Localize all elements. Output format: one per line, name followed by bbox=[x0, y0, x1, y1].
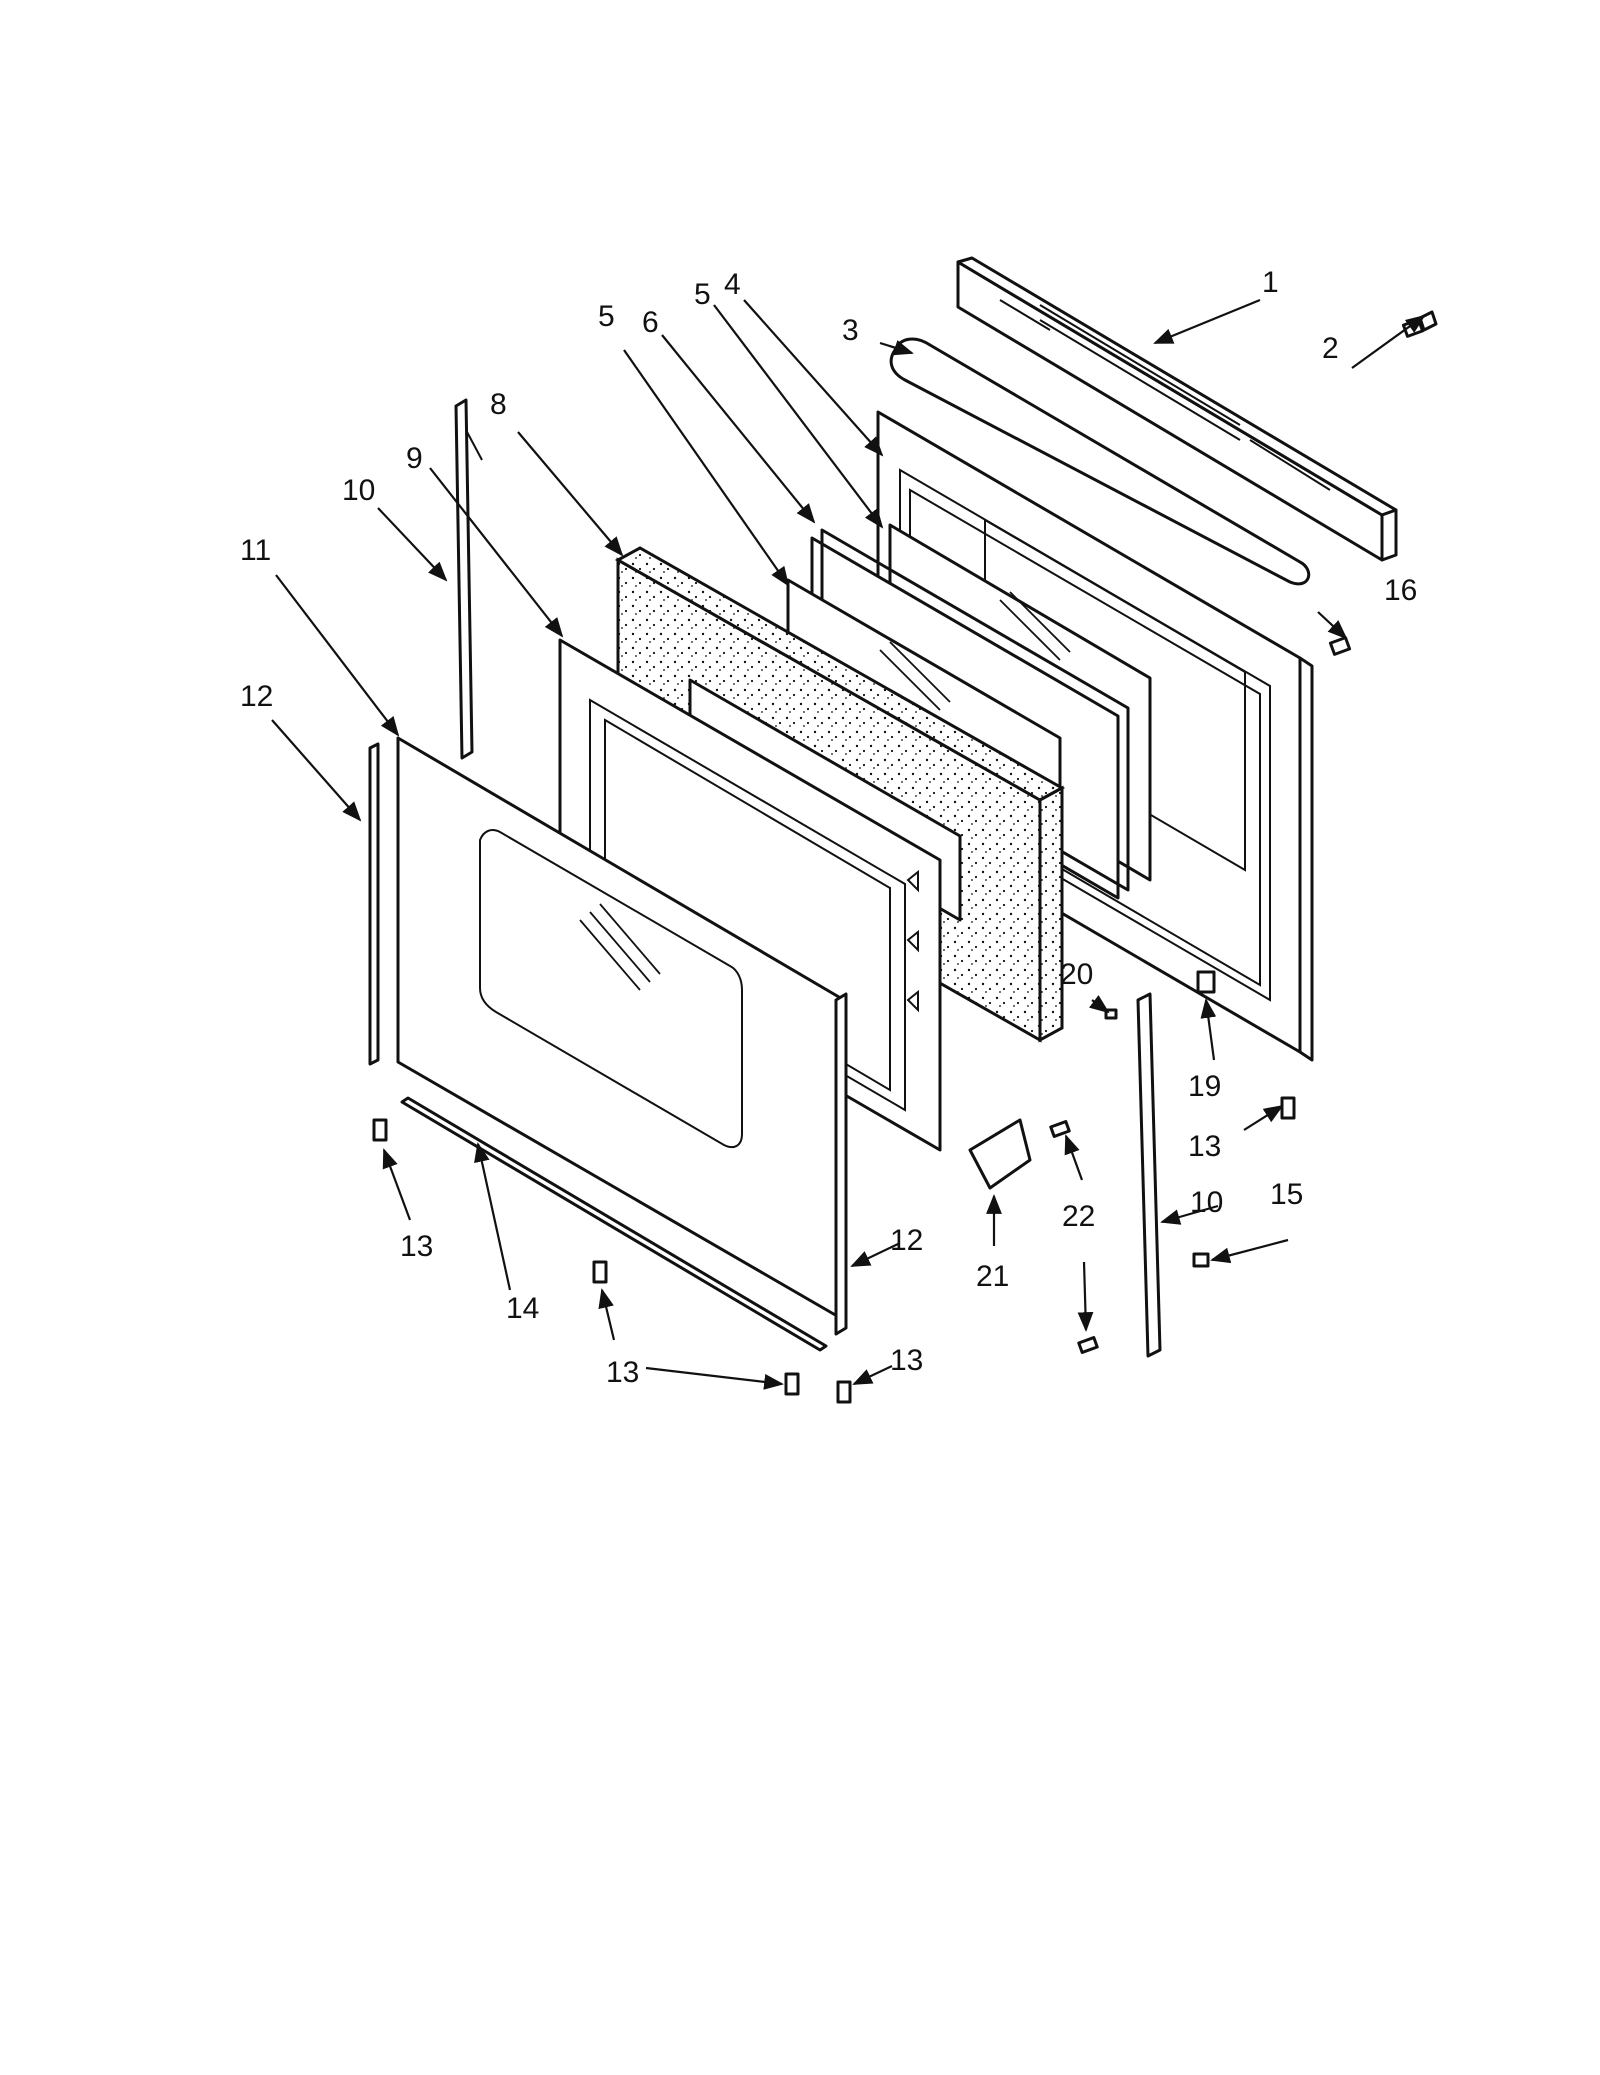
part-19-clip bbox=[1196, 970, 1216, 994]
callout-13: 13 bbox=[606, 1356, 639, 1389]
part-16-screw bbox=[1328, 636, 1352, 656]
callout-4: 4 bbox=[724, 268, 741, 301]
callout-13: 13 bbox=[1188, 1130, 1221, 1163]
callout-14: 14 bbox=[506, 1292, 539, 1325]
callout-1: 1 bbox=[1262, 266, 1279, 299]
callout-19: 19 bbox=[1188, 1070, 1221, 1103]
part-12-right-trim bbox=[834, 992, 848, 1336]
part-10-left-hinge bbox=[454, 398, 483, 760]
callout-13: 13 bbox=[890, 1344, 923, 1377]
part-12-left-trim bbox=[368, 742, 380, 1066]
part-22-screw bbox=[1049, 1120, 1099, 1354]
callout-13: 13 bbox=[400, 1230, 433, 1263]
callout-12: 12 bbox=[240, 680, 273, 713]
part-15-clip bbox=[1192, 1252, 1210, 1268]
part-10-right-hinge bbox=[1136, 992, 1162, 1358]
callout-21: 21 bbox=[976, 1260, 1009, 1293]
callout-5: 5 bbox=[694, 278, 711, 311]
callout-10: 10 bbox=[342, 474, 375, 507]
callout-8: 8 bbox=[490, 388, 507, 421]
callout-3: 3 bbox=[842, 314, 859, 347]
callout-20: 20 bbox=[1060, 958, 1093, 991]
part-13-screws bbox=[372, 1096, 1296, 1404]
callout-16: 16 bbox=[1384, 574, 1417, 607]
callout-9: 9 bbox=[406, 442, 423, 475]
part-21-bracket bbox=[968, 1118, 1032, 1190]
callout-12: 12 bbox=[890, 1224, 923, 1257]
callout-11: 11 bbox=[240, 534, 271, 567]
part-14-bottom-trim bbox=[400, 1096, 828, 1352]
callout-5: 5 bbox=[598, 300, 615, 333]
part-3-handle bbox=[889, 337, 1311, 586]
callout-2: 2 bbox=[1322, 332, 1339, 365]
callout-6: 6 bbox=[642, 306, 659, 339]
part-2-screw bbox=[1401, 310, 1438, 338]
part-20-screw bbox=[1104, 1008, 1118, 1020]
leader-lines bbox=[271, 298, 1426, 1390]
part-1-door-trim bbox=[956, 256, 1398, 562]
callout-10: 10 bbox=[1190, 1186, 1223, 1219]
callout-labels: 1 2 3 4 5 6 5 8 9 10 11 12 16 20 19 13 1… bbox=[240, 266, 1417, 1389]
callout-22: 22 bbox=[1062, 1200, 1095, 1233]
callout-15: 15 bbox=[1270, 1178, 1303, 1211]
